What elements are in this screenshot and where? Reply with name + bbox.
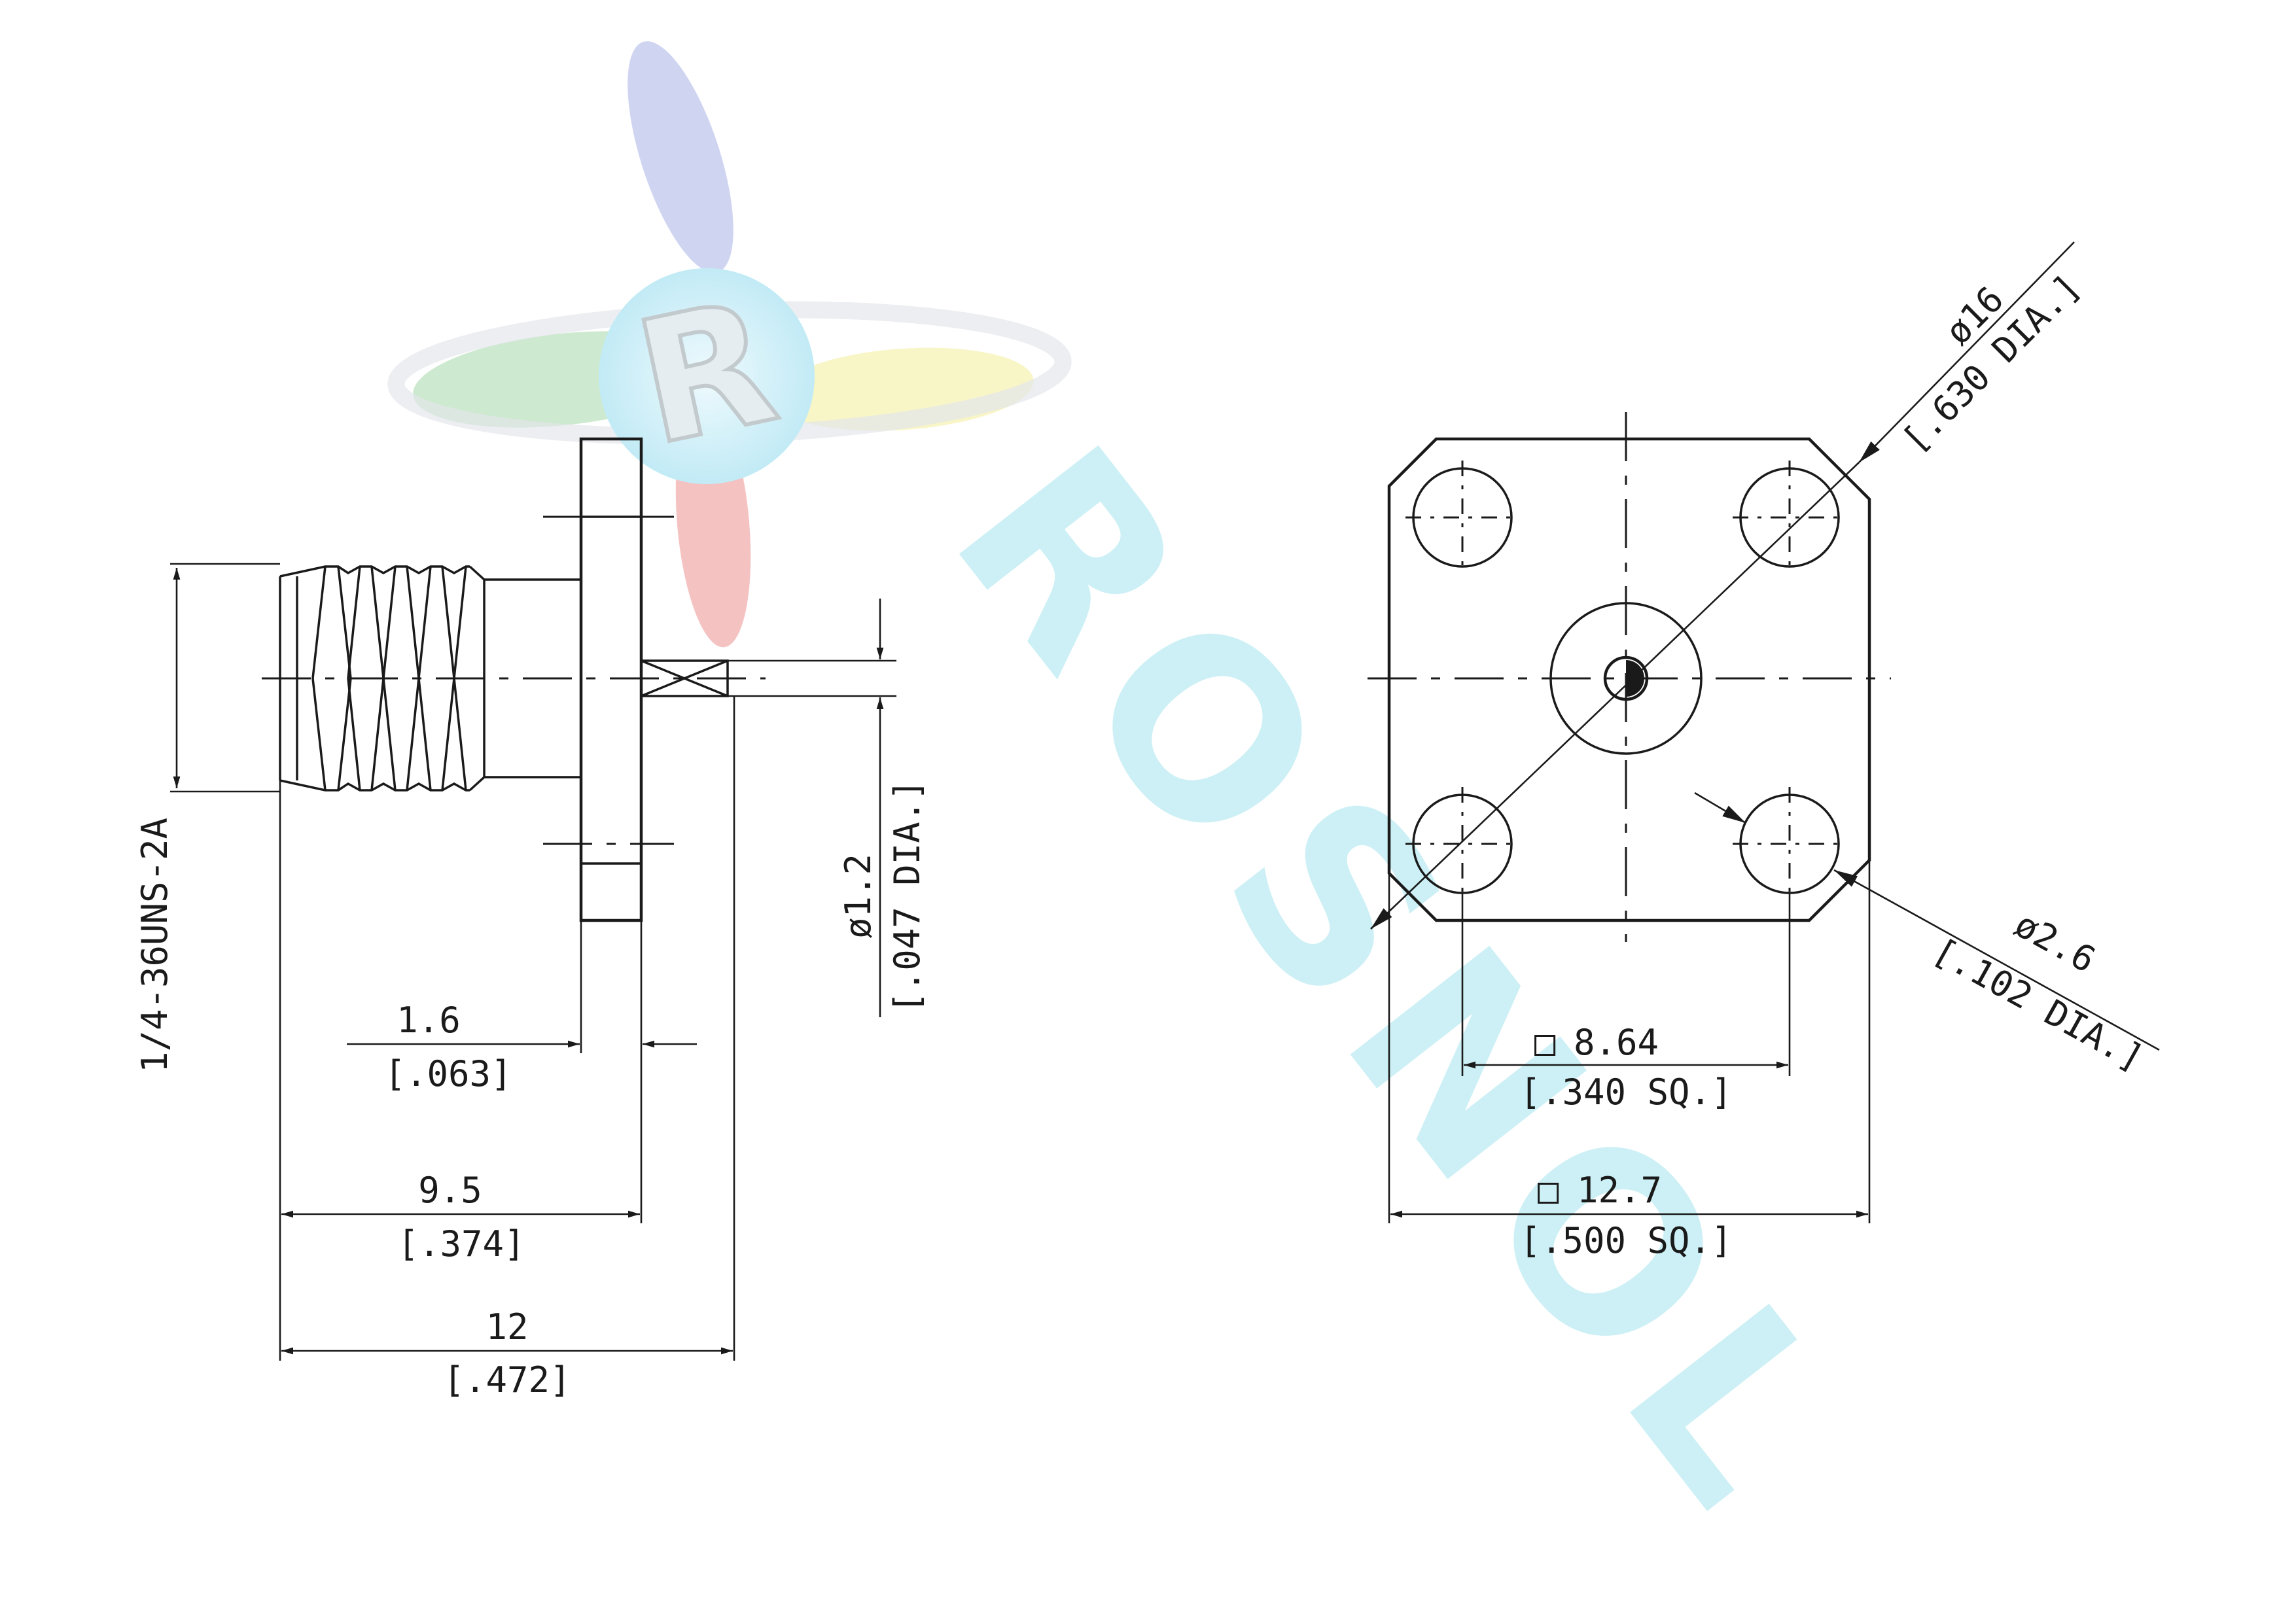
connector-body	[484, 578, 581, 778]
watermark-brand-text: ROSNOL	[900, 398, 1902, 1569]
pin-dia-metric: ø1.2	[838, 854, 879, 939]
flange-outline	[1387, 437, 1871, 922]
flange-size-inch: [.500 SQ.]	[1519, 1220, 1732, 1261]
pin-dia-inch: [.047 DIA.]	[887, 779, 928, 1013]
flange-size-symbol: □	[1538, 1170, 1559, 1211]
overall-length-metric: 12	[486, 1306, 528, 1348]
logo-globe	[599, 268, 815, 484]
thread-dimension: 1/4-36UNS-2A	[134, 563, 280, 1073]
overall-length-dimension: 12 [.472]	[281, 696, 735, 1401]
hole-spacing-dimension: □ 8.64 [.340 SQ.]	[1461, 893, 1791, 1113]
hole-spacing-symbol: □	[1534, 1022, 1556, 1063]
flange-thickness-metric: 1.6	[397, 1000, 461, 1041]
logo-swoosh-blue	[627, 41, 733, 273]
pin-dia-dimension: ø1.2 [.047 DIA.]	[728, 599, 928, 1017]
front-view	[1368, 412, 1891, 942]
hole-spacing-metric: 8.64	[1574, 1022, 1659, 1063]
flange-hole-lines	[581, 515, 641, 865]
side-view	[262, 437, 766, 922]
hole-dia-metric: ø2.6	[2008, 903, 2102, 981]
overall-length-inch: [.472]	[443, 1359, 571, 1401]
thread-label: 1/4-36UNS-2A	[134, 818, 175, 1073]
pin-cross	[641, 659, 728, 697]
hole-spacing-inch: [.340 SQ.]	[1519, 1072, 1732, 1113]
body-to-flange-inch: [.374]	[397, 1223, 525, 1265]
flange-size-metric: 12.7	[1577, 1170, 1662, 1211]
logo-swoosh-yellow	[772, 347, 1034, 431]
flange	[579, 437, 643, 922]
hole-dia-dimension: ø2.6 [.102 DIA.]	[1694, 792, 2160, 1079]
flange-thickness-dimension: 1.6 [.063]	[347, 920, 697, 1094]
bolt-circle-dimension: ø16 [.630 DIA.]	[1370, 241, 2089, 930]
body-to-flange-dimension: 9.5 [.374]	[279, 780, 643, 1361]
watermark-logo: R	[387, 41, 1072, 648]
body-to-flange-metric: 9.5	[418, 1170, 482, 1211]
flange-thickness-inch: [.063]	[384, 1053, 512, 1094]
flange-size-dimension: □ 12.7 [.500 SQ.]	[1388, 860, 1871, 1261]
